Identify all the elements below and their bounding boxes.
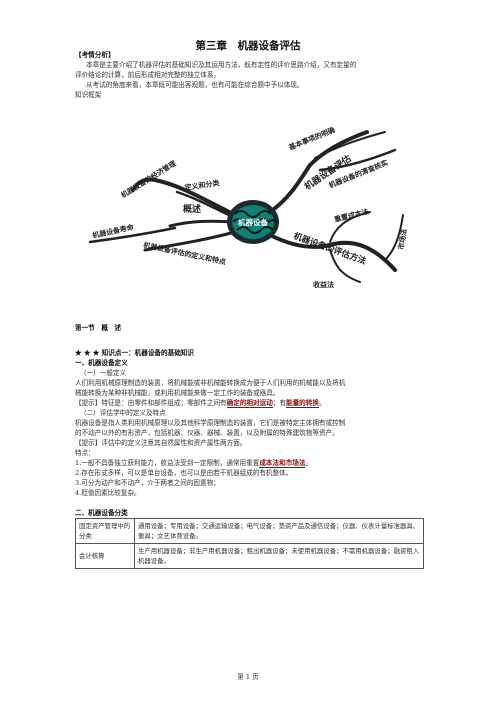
- mindmap-branch-3: 概述: [183, 203, 201, 215]
- branch-line-right-upper: [268, 130, 369, 214]
- mindmap-branch-2: 定义和分类: [184, 178, 221, 192]
- mindmap-branch-9: 重置成本法: [333, 207, 369, 224]
- feature-item-4: 4.贬值因素比较复杂。: [75, 489, 141, 497]
- highlight-cost-market-method: 成本法和市场法: [259, 459, 306, 468]
- analysis-text-line1: 本章是主要介绍了机器评估的基础知识及其运用方法，既有定性的评价思路介绍，又有定量…: [86, 61, 357, 69]
- central-brain-icon: [227, 200, 279, 244]
- valuation-definition-line2: 的不动产以外的有形资产，包括机器、仪器、器械、装置，以及附属的特殊建筑物等资产。: [75, 429, 339, 437]
- analysis-heading: 【考情分析】: [75, 51, 115, 59]
- highlight-energy-conversion: 能量的转换: [286, 399, 319, 408]
- branch-line-left-upper: [131, 177, 237, 217]
- analysis-text-line3: 从考试的角度来看，本章既可能出客观题，也有可能在综合题中予以体现。: [86, 81, 304, 89]
- mindmap-center-label: 机器设备: [238, 217, 268, 227]
- valuation-definition-line1: 机器设备是指人类利用机械原理以及其他科学原理制造的装置，它们是被特定主体拥有或控…: [75, 419, 346, 427]
- mindmap-branch-1: 机器设备的经济管理: [119, 159, 177, 200]
- feature-item-2: 2.存在形式多样，可以是单台设备，也可以是由若干机器组成的有机整体。: [75, 469, 293, 477]
- branch-line-left-bottom: [143, 230, 237, 252]
- table-row: 会计核算 生产用机器设备；非生产用机器设备；租出机器设备；未使用机器设备；不需用…: [75, 543, 424, 569]
- general-definition-line2: 械能转换为某种非机械能，或利用机械能来做一定工作的装备或器具。: [75, 389, 280, 397]
- page-footer: 第 1 页: [237, 673, 259, 681]
- section-title: 第一节 概 述: [75, 324, 122, 332]
- branch-line-right-income: [329, 249, 361, 283]
- analysis-text-line2: 评价结论的计算，前后形成相对完整的独立体系。: [75, 71, 221, 79]
- subsection-definition-title: 一、机器设备定义: [75, 359, 128, 367]
- general-definition-heading: （一）一般定义: [80, 369, 127, 377]
- branch-line-right-market: [384, 214, 404, 261]
- chapter-title: 第三章 机器设备评估: [195, 40, 301, 52]
- subsection-classification-title: 二、机器设备分类: [75, 509, 128, 517]
- table-cell-body: 生产用机器设备；非生产用机器设备；租出机器设备；未使用机器设备；不需用机器设备；…: [134, 543, 424, 569]
- branch-line-right-mid: [318, 148, 397, 172]
- features-label: 特点：: [75, 449, 95, 457]
- table-cell-head: 会计核算: [75, 543, 135, 569]
- mindmap-branch-10: 市场法: [396, 228, 409, 250]
- tip-definition-attributes: 【提示】评估中的定义注意其自然属性和资产属性两方面。: [75, 439, 247, 447]
- mindmap-branch-11: 机器设备的评估方法: [292, 230, 368, 267]
- highlight-relative-motion: 确定的相对运动: [226, 399, 273, 408]
- table-cell-body: 通用设备；专用设备；交通运输设备；电气设备；垫资产品及通信设备；仪器、仪表计量标…: [134, 518, 424, 544]
- classification-table: 固定资产管理中的分类 通用设备；专用设备；交通运输设备；电气设备；垫资产品及通信…: [75, 518, 424, 569]
- table-row: 固定资产管理中的分类 通用设备；专用设备；交通运输设备；电气设备；垫资产品及通信…: [75, 518, 424, 544]
- tip-features: 【提示】特征是：由零件和部件组成；零部件之间有确定的相对运动；有能量的转换。: [75, 399, 326, 408]
- knowledge-mindmap: 机器设备 机器设备的经济管理 定义和分类 概述 机器设备寿命 机器设备评估的定义…: [88, 125, 409, 289]
- general-definition-line1: 人们利用机械原理制造的装置，将机械能或非机械能转换成为便于人们利用的机械能以及将…: [75, 379, 346, 387]
- mindmap-branch-7: 机器设备评估: [302, 152, 353, 192]
- branch-line-right-top: [314, 131, 386, 159]
- valuation-definition-heading: （二）评估学中的定义及特点: [80, 409, 166, 417]
- feature-item-1: 1.一般不具备独立获利能力，收益法受到一定限制，通常用重置成本法和市场法。: [75, 459, 313, 468]
- branch-line-right-cost: [329, 211, 371, 243]
- knowledge-point-heading: ★ ★ ★ 知识点一：机器设备的基础知识: [75, 349, 194, 357]
- branch-line-right-lower: [268, 233, 397, 272]
- branch-line-left: [168, 219, 235, 228]
- table-cell-head: 固定资产管理中的分类: [75, 518, 135, 544]
- branch-line-left-lower: [88, 226, 177, 244]
- framework-label: 知识框架: [75, 91, 102, 99]
- feature-item-3: 3.可分为动产和不动产，介于两者之间的固置物；: [75, 479, 220, 487]
- mindmap-branch-12: 收益法: [313, 280, 334, 289]
